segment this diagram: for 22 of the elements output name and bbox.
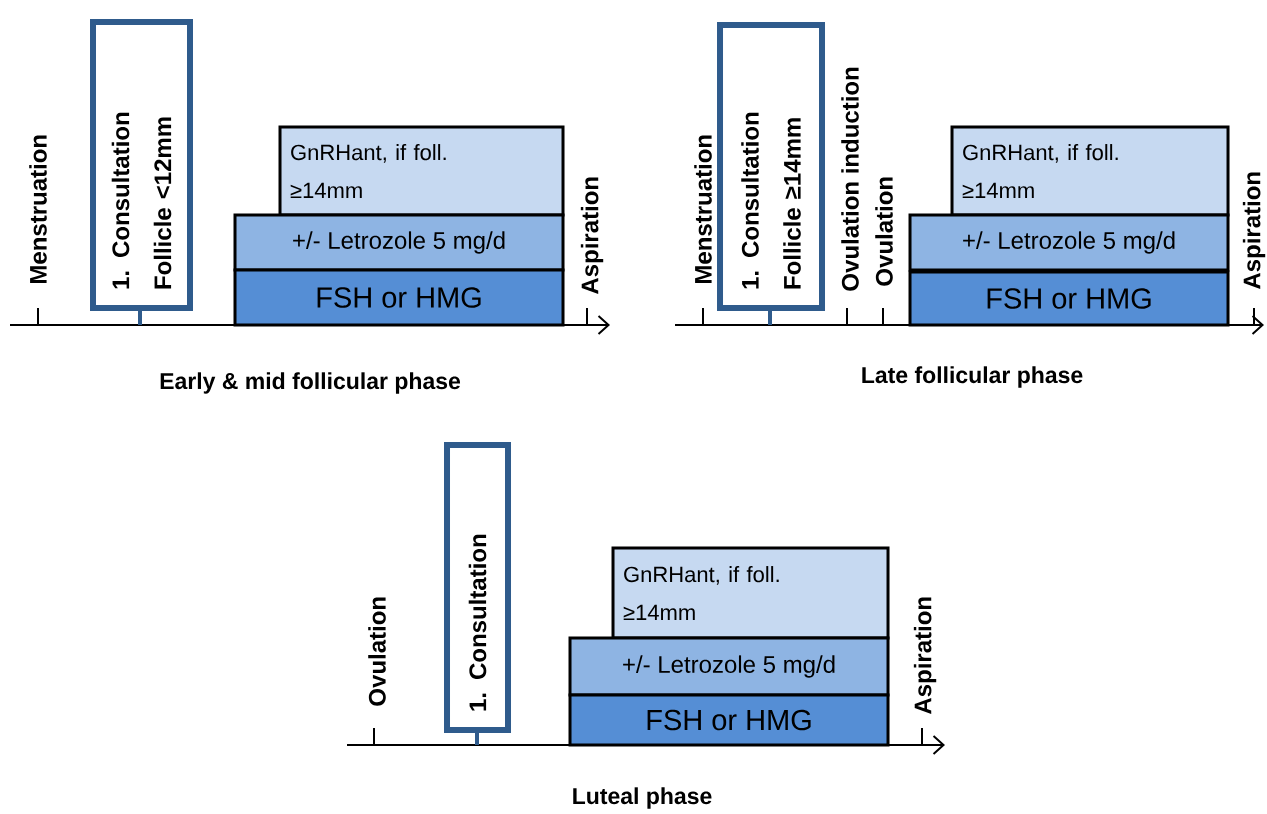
- tick-label: Ovulation: [875, 177, 893, 286]
- drug-box: +/- Letrozole 5 mg/d: [908, 213, 1230, 272]
- drug-box: FSH or HMG: [568, 693, 890, 747]
- drug-box: +/- Letrozole 5 mg/d: [568, 636, 890, 697]
- consultation-box: 1. Consultation: [444, 442, 511, 733]
- drug-box: GnRHant, if foll. ≥14mm: [611, 546, 890, 640]
- consultation-box: 1. Consultation Follicle ≥14mm: [717, 22, 825, 311]
- consultation-box: 1. Consultation Follicle <12mm: [90, 19, 193, 311]
- drug-box: GnRHant, if foll. ≥14mm: [278, 125, 565, 217]
- tick-label: Aspiration: [580, 177, 604, 294]
- tick-label: Aspiration: [1242, 172, 1266, 289]
- drug-box: FSH or HMG: [233, 268, 565, 327]
- phase-title: Luteal phase: [573, 787, 712, 809]
- drug-box: FSH or HMG: [908, 270, 1230, 327]
- phase-title: Early & mid follicular phase: [160, 372, 461, 394]
- phase-title: Late follicular phase: [862, 366, 1083, 388]
- drug-box: GnRHant, if foll. ≥14mm: [950, 125, 1230, 217]
- tick-label: Menstruation: [29, 135, 47, 283]
- tick-label: Ovulation induction: [841, 67, 859, 291]
- tick-label: Aspiration: [913, 597, 937, 714]
- drug-box: +/- Letrozole 5 mg/d: [233, 213, 565, 272]
- tick-label: Ovulation: [368, 597, 386, 706]
